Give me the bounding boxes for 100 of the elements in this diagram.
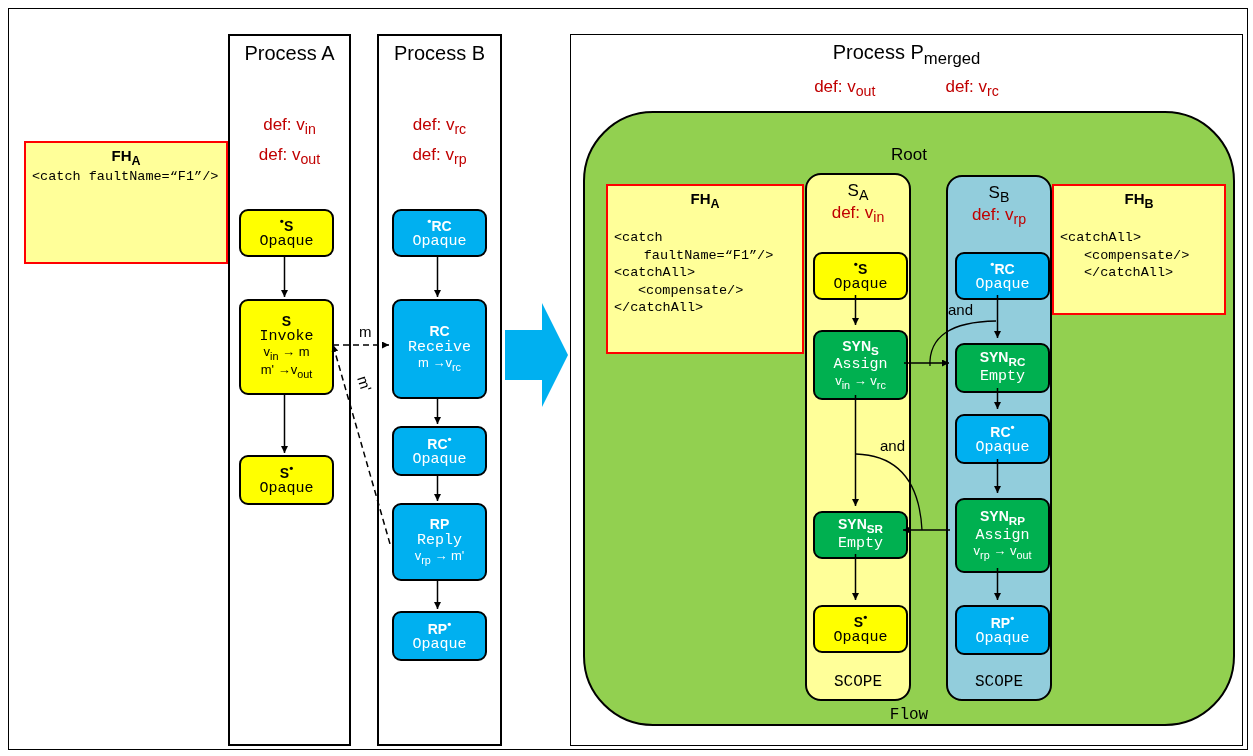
- activity-box: [955, 343, 1050, 393]
- variable-definition: def: v$_{rp}$: [971, 205, 1027, 228]
- scope-label: SCOPE: [834, 673, 882, 691]
- arrow: [852, 553, 859, 601]
- code-line: <compensate/>: [1084, 246, 1191, 265]
- arrow: [434, 578, 441, 610]
- activity-type: Invoke: [259, 328, 314, 346]
- activity-type: Opaque: [412, 234, 467, 251]
- activity-name: S: [281, 313, 292, 329]
- activity-name: S$^{•}$: [853, 611, 868, 631]
- activity-type: Assign: [975, 527, 1030, 545]
- activity-type: Opaque: [833, 277, 888, 294]
- activity-box: [392, 503, 487, 581]
- handler-title: FH$_{B}$: [1123, 190, 1155, 211]
- arrow: [903, 359, 950, 367]
- activity-box: [955, 605, 1050, 655]
- activity-name: $^{•}$S: [279, 215, 294, 235]
- variable-mapping: v$_{in}$ → v$_{rc}$: [835, 373, 886, 392]
- activity-box: [813, 330, 908, 400]
- activity-box: [813, 511, 908, 559]
- code-line: <catchAll>: [1060, 229, 1142, 247]
- code-line: </catchAll>: [1084, 264, 1175, 282]
- activity-name: $^{•}$RC: [427, 215, 452, 235]
- activity-name: RP: [429, 517, 450, 533]
- activity-name: SYN$_{SR}$: [838, 517, 883, 537]
- join-label: and: [947, 302, 975, 317]
- activity-name: RC: [429, 324, 450, 340]
- activity-box: [813, 605, 908, 653]
- activity-box: [392, 611, 487, 661]
- variable-mapping: m →v$_{rc}$: [418, 356, 461, 374]
- container-title: Root: [891, 145, 927, 165]
- process-lane: [228, 34, 351, 746]
- fault-handler-box: [24, 141, 228, 264]
- activity-type: Opaque: [259, 234, 314, 251]
- variable-mapping: v$_{rp}$ → m': [414, 549, 465, 567]
- scope-title: S$_{A}$: [847, 181, 869, 204]
- arrow: [281, 392, 288, 454]
- scope-label: SCOPE: [975, 673, 1023, 691]
- activity-box: [392, 209, 487, 257]
- activity-box: [239, 209, 334, 257]
- activity-name: S$^{•}$: [279, 462, 294, 482]
- arrow: [852, 394, 859, 507]
- activity-name: $^{•}$RC: [990, 258, 1015, 278]
- activity-type: Empty: [980, 369, 1025, 386]
- activity-type: Receive: [408, 339, 471, 357]
- process-frame: [570, 34, 1243, 746]
- activity-type: Opaque: [259, 481, 314, 498]
- process-lane: [377, 34, 502, 746]
- arrow: [281, 254, 288, 298]
- activity-type: Reply: [417, 532, 462, 550]
- arrow: [331, 344, 391, 545]
- arrow: [994, 387, 1001, 410]
- arrow: [434, 254, 441, 298]
- variable-mapping: m' →v$_{out}$: [260, 362, 313, 381]
- activity-type: Opaque: [975, 277, 1030, 294]
- activity-name: SYN$_{S}$: [842, 338, 879, 357]
- fault-handler-box: [606, 184, 804, 354]
- activity-type: Opaque: [975, 631, 1030, 648]
- process-title: Process P$_{merged}$: [832, 41, 981, 69]
- arrow: [994, 294, 1001, 339]
- arrow: [434, 473, 441, 502]
- variable-definition: def: v$_{rc}$: [412, 115, 467, 138]
- code-line: <catch faultName=“F1”/>: [32, 168, 220, 186]
- activity-type: Opaque: [412, 452, 467, 469]
- code-line: <compensate/>: [638, 281, 745, 300]
- activity-name: $^{•}$S: [853, 258, 868, 278]
- container-label: Flow: [889, 706, 929, 724]
- fault-handler-box: [1052, 184, 1226, 315]
- activity-type: Empty: [838, 536, 883, 553]
- arrow: [994, 567, 1001, 601]
- activity-type: Assign: [833, 357, 888, 374]
- activity-type: Opaque: [975, 440, 1030, 457]
- lane-title: Process A: [244, 42, 335, 65]
- scope-title: S$_{B}$: [988, 183, 1010, 206]
- activity-type: Opaque: [412, 637, 467, 654]
- activity-name: RC$^{•}$: [427, 433, 452, 453]
- scope-container: [805, 173, 911, 701]
- variable-definition: def: v$_{out}$: [814, 77, 876, 100]
- activity-name: SYN$_{RP}$: [980, 509, 1025, 528]
- variable-mapping: v$_{in}$ → m: [263, 345, 310, 363]
- variable-mapping: v$_{rp}$ → v$_{out}$: [973, 544, 1032, 562]
- activity-name: RC$^{•}$: [990, 421, 1015, 441]
- arrow: [434, 396, 441, 425]
- activity-box: [955, 414, 1050, 464]
- activity-box: [239, 299, 334, 395]
- arrow: [994, 458, 1001, 494]
- code-line: <catchAll>: [614, 264, 696, 282]
- join-label: and: [879, 438, 907, 453]
- arrow: [902, 526, 951, 534]
- activity-box: [392, 426, 487, 476]
- activity-name: SYN$_{RC}$: [979, 350, 1026, 370]
- activity-box: [955, 252, 1050, 300]
- variable-definition: def: v$_{in}$: [263, 115, 316, 138]
- arrow: [332, 341, 390, 349]
- lane-title: Process B: [393, 42, 486, 65]
- activity-box: [239, 455, 334, 505]
- activity-name: RP$^{•}$: [990, 612, 1015, 632]
- activity-type: Opaque: [833, 630, 888, 647]
- block-arrow: [505, 303, 568, 407]
- code-line: <catch faultName=“F1”/>: [614, 229, 775, 265]
